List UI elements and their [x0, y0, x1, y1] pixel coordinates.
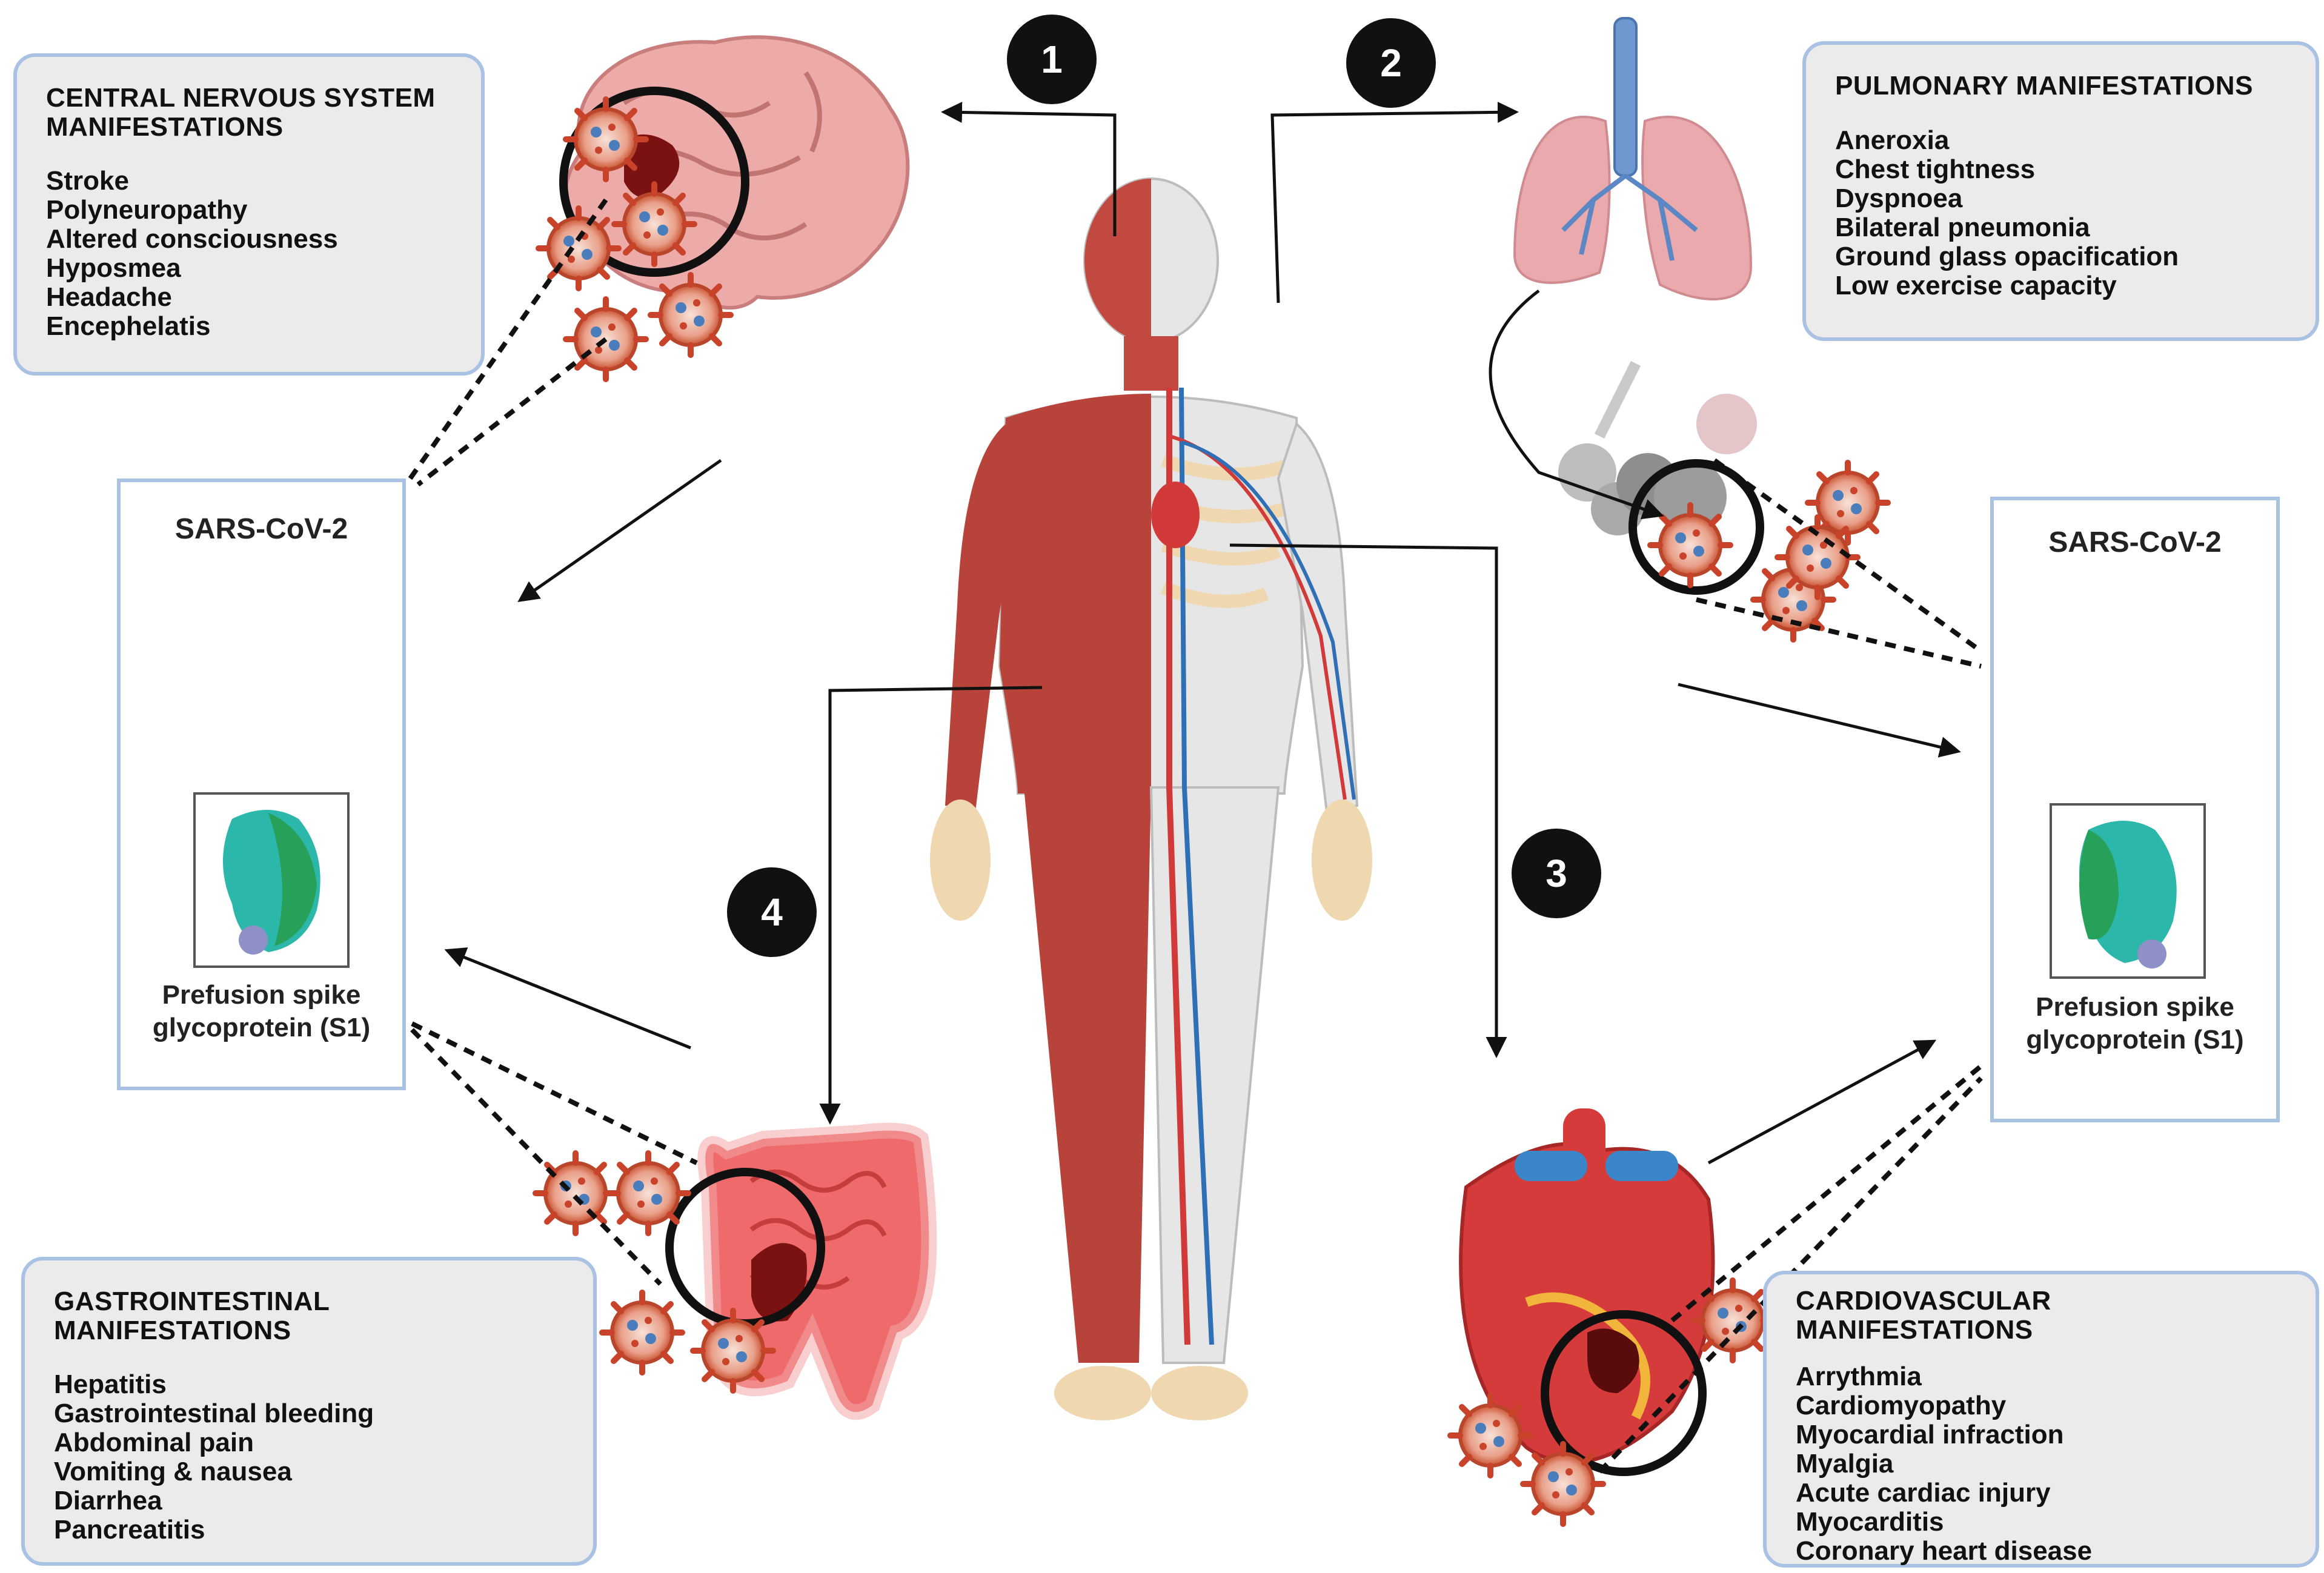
- list-item: Cardiomyopathy: [1796, 1391, 2007, 1421]
- pulmonary-symptom-list: Aneroxia Chest tightness Dyspnoea Bilate…: [1835, 125, 2286, 300]
- gastro-panel-title: GASTROINTESTINAL MANIFESTATIONS: [54, 1287, 330, 1345]
- cardio-symptom-list: Arrythmia Cardiomyopathy Myocardial infr…: [1796, 1362, 2286, 1566]
- list-item: Abdominal pain: [54, 1428, 254, 1458]
- list-item: Vomiting & nausea: [54, 1457, 292, 1487]
- list-item: Polyneuropathy: [46, 195, 248, 225]
- list-item: Bilateral pneumonia: [1835, 212, 2090, 242]
- right-virus-caption: Prefusion spike glycoprotein (S1): [2026, 992, 2244, 1055]
- list-item: Diarrhea: [54, 1486, 162, 1516]
- cns-symptom-list: Stroke Polyneuropathy Altered consciousn…: [46, 167, 452, 341]
- cns-manifestations-panel: CENTRAL NERVOUS SYSTEM MANIFESTATIONS St…: [13, 53, 485, 376]
- pulmonary-panel-title: PULMONARY MANIFESTATIONS: [1835, 71, 2253, 101]
- list-item: Myalgia: [1796, 1449, 1894, 1479]
- list-item: Encephelatis: [46, 311, 211, 342]
- list-item: Myocarditis: [1796, 1507, 1944, 1537]
- left-virus-caption: Prefusion spike glycoprotein (S1): [152, 980, 371, 1042]
- spike-protein-icon: [223, 810, 320, 955]
- step-badge-2: 2: [1346, 18, 1436, 108]
- human-body-illustration: [930, 177, 1372, 1420]
- list-item: Chest tightness: [1835, 154, 2036, 184]
- step-connectors: [444, 101, 1961, 1165]
- heart-illustration: [1459, 1108, 1715, 1476]
- list-item: Aneroxia: [1835, 125, 1950, 155]
- left-virus-box: SARS-CoV-2 Prefusion spike glycoprotein …: [117, 479, 406, 1090]
- step-badge-3: 3: [1512, 829, 1601, 918]
- list-item: Headache: [46, 282, 172, 313]
- step-badge-1: 1: [1007, 15, 1097, 104]
- right-protein-structure: [2050, 803, 2206, 979]
- right-virus-title: SARS-CoV-2: [2048, 526, 2222, 558]
- list-item: Ground glass opacification: [1835, 241, 2179, 271]
- step-badge-4: 4: [727, 867, 817, 957]
- list-item: Pancreatitis: [54, 1515, 205, 1545]
- cardiovascular-manifestations-panel: CARDIOVASCULAR MANIFESTATIONS Arrythmia …: [1763, 1271, 2319, 1568]
- lungs-illustration: [1513, 17, 1764, 595]
- list-item: Hyposmea: [46, 253, 181, 283]
- list-item: Dyspnoea: [1835, 183, 1963, 213]
- cns-panel-title: CENTRAL NERVOUS SYSTEM MANIFESTATIONS: [46, 83, 436, 142]
- left-virus-title: SARS-CoV-2: [174, 513, 348, 545]
- gastro-symptom-list: Hepatitis Gastrointestinal bleeding Abdo…: [54, 1370, 564, 1545]
- cardio-panel-title: CARDIOVASCULAR MANIFESTATIONS: [1796, 1286, 2051, 1345]
- right-virus-box: SARS-CoV-2 Prefusion spike glycoprotein …: [1990, 497, 2280, 1122]
- gastrointestinal-manifestations-panel: GASTROINTESTINAL MANIFESTATIONS Hepatiti…: [21, 1257, 597, 1566]
- list-item: Stroke: [46, 166, 129, 196]
- list-item: Altered consciousness: [46, 224, 338, 254]
- list-item: Gastrointestinal bleeding: [54, 1399, 374, 1429]
- list-item: Acute cardiac injury: [1796, 1478, 2051, 1508]
- list-item: Arrythmia: [1796, 1362, 1922, 1392]
- brain-illustration: [559, 35, 910, 310]
- list-item: Low exercise capacity: [1835, 270, 2117, 300]
- list-item: Myocardial infraction: [1796, 1420, 2064, 1450]
- spike-protein-icon: [2079, 821, 2177, 969]
- list-item: Coronary heart disease: [1796, 1536, 2093, 1566]
- list-item: Hepatitis: [54, 1369, 167, 1400]
- left-protein-structure: [193, 792, 350, 968]
- pulmonary-manifestations-panel: PULMONARY MANIFESTATIONS Aneroxia Chest …: [1802, 41, 2319, 341]
